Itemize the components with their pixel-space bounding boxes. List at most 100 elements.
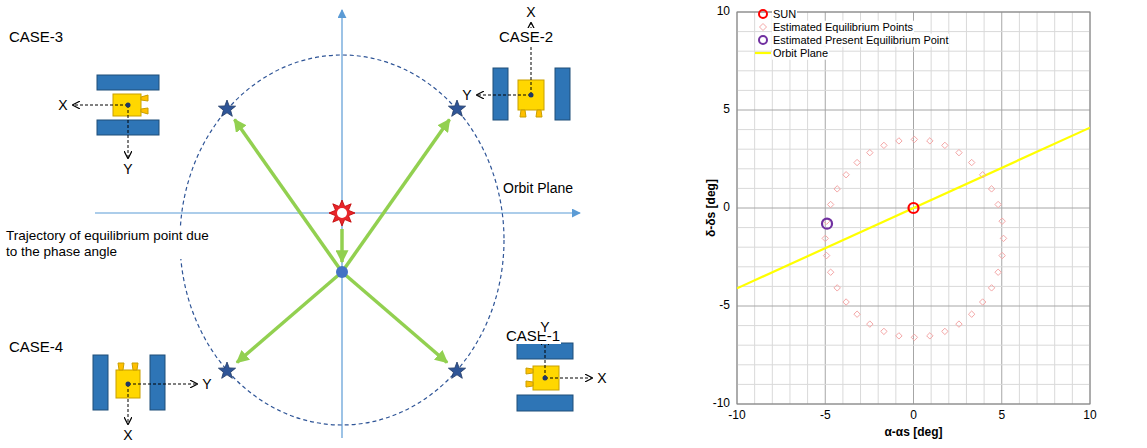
green-arrows xyxy=(235,120,450,363)
equilibrium-point xyxy=(827,201,833,207)
plot-border xyxy=(737,12,1090,404)
grid-line xyxy=(737,345,1090,346)
spacecraft-case3 xyxy=(73,75,159,158)
axis-title: δ-δs [deg] xyxy=(705,178,719,238)
legend-text: Orbit Plane xyxy=(772,47,829,60)
equilibrium-point xyxy=(843,172,849,178)
legend-text: SUN xyxy=(772,8,797,21)
star-marker xyxy=(218,362,235,378)
equilibrium-point xyxy=(867,149,873,155)
equilibrium-point xyxy=(881,142,887,148)
axis-title: α-αs [deg] xyxy=(883,426,943,440)
legend-text: Estimated Present Equilibrium Point xyxy=(772,34,949,47)
trajectory-circle xyxy=(180,55,504,425)
axis-label: Y xyxy=(461,87,472,103)
equilibrium-point xyxy=(979,299,985,305)
trajectory-note: Trajectory of equilibrium point due to t… xyxy=(5,228,219,259)
grid-line xyxy=(737,364,1090,365)
grid-line xyxy=(737,247,1090,248)
tick-label: 5 xyxy=(997,409,1006,423)
orbit-plane-line xyxy=(737,128,1090,289)
grid-line xyxy=(737,70,1090,71)
axis-label: Y xyxy=(539,319,550,335)
equilibrium-point xyxy=(834,285,840,291)
chart-grid xyxy=(737,12,1090,404)
orbit-plane-label: Orbit Plane xyxy=(502,180,574,196)
axis-label: Y xyxy=(122,161,133,177)
equilibrium-point xyxy=(867,321,873,327)
tick-label: 10 xyxy=(716,5,731,19)
grid-line xyxy=(737,168,1090,169)
present-point xyxy=(822,219,832,229)
grid-line xyxy=(737,286,1090,287)
equilibrium-point xyxy=(988,285,994,291)
equilibrium-point xyxy=(854,311,860,317)
equilibrium-point xyxy=(822,235,828,241)
grid-line xyxy=(737,149,1090,150)
equilibrium-points xyxy=(822,136,1007,340)
equilibrium-point xyxy=(896,138,902,144)
tick-label: 0 xyxy=(909,409,918,423)
axis-label: X xyxy=(57,97,68,113)
equilibrium-point xyxy=(995,269,1001,275)
equilibrium-point xyxy=(999,218,1005,224)
tick-label: 0 xyxy=(722,201,731,215)
equilibrium-point xyxy=(823,252,829,258)
stars xyxy=(218,100,465,378)
tick-label: -10 xyxy=(727,409,746,423)
case-label: CASE-3 xyxy=(8,28,64,45)
equilibrium-point xyxy=(995,201,1001,207)
tick-label: 10 xyxy=(1082,409,1097,423)
grid-line xyxy=(737,90,1090,91)
grid-line xyxy=(737,110,1090,111)
equilibrium-point xyxy=(927,138,933,144)
spacecraft-case1 xyxy=(517,338,592,411)
sun-rays xyxy=(329,200,355,226)
case-label: CASE-4 xyxy=(8,338,64,355)
star-marker xyxy=(218,100,235,116)
equilibrium-point xyxy=(979,172,985,178)
equilibrium-point xyxy=(896,333,902,339)
equilibrium-point xyxy=(1000,235,1006,241)
case-label: CASE-2 xyxy=(498,28,554,45)
equilibrium-dot xyxy=(336,266,348,278)
grid-line xyxy=(737,227,1090,228)
equilibrium-point xyxy=(956,149,962,155)
equilibrium-point xyxy=(843,299,849,305)
spacecraft-case2 xyxy=(477,23,570,120)
equilibrium-point xyxy=(956,321,962,327)
grid-line xyxy=(737,188,1090,189)
axis-label: Y xyxy=(201,376,212,392)
sun-core xyxy=(337,208,347,218)
star-marker xyxy=(448,362,465,378)
equilibrium-point xyxy=(911,334,917,340)
equilibrium-point xyxy=(927,333,933,339)
sun-symbol xyxy=(329,200,355,226)
equilibrium-point xyxy=(968,311,974,317)
equilibrium-point xyxy=(942,142,948,148)
equilibrium-point xyxy=(834,186,840,192)
equilibrium-point xyxy=(827,269,833,275)
equilibrium-point xyxy=(911,136,917,142)
legend-markers xyxy=(755,10,771,53)
equilibrium-point xyxy=(988,186,994,192)
equilibrium-point xyxy=(854,159,860,165)
grid-line xyxy=(737,266,1090,267)
axis-label: X xyxy=(525,4,536,20)
spacecraft-case4 xyxy=(93,355,197,424)
equilibrium-point xyxy=(968,159,974,165)
axis-label: X xyxy=(596,370,607,386)
axis-label: X xyxy=(122,427,133,443)
tick-label: -5 xyxy=(819,409,832,423)
equilibrium-point xyxy=(942,328,948,334)
sun-point xyxy=(909,203,919,213)
equilibrium-point xyxy=(999,252,1005,258)
tick-label: -5 xyxy=(718,299,731,313)
equilibrium-point xyxy=(881,328,887,334)
grid-line xyxy=(737,384,1090,385)
grid-line xyxy=(737,325,1090,326)
grid-line xyxy=(737,306,1090,307)
legend-text: Estimated Equilibrium Points xyxy=(772,21,914,34)
